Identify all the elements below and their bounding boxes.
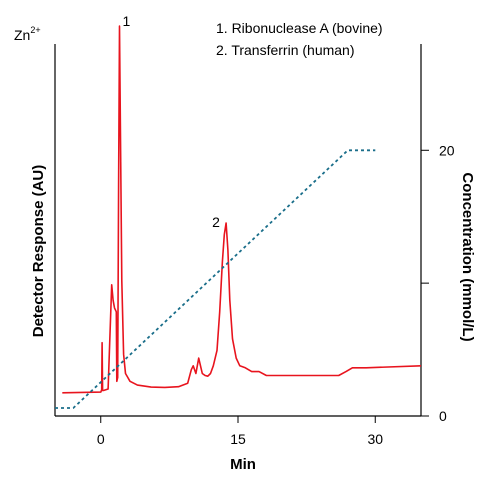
right-axis-title: Concentration (mmol/L) bbox=[459, 172, 476, 341]
x-tick-label: 15 bbox=[230, 431, 246, 447]
legend-entry-1: 1. Ribonuclease A (bovine) bbox=[216, 20, 383, 36]
legend-entry-2: 2. Transferrin (human) bbox=[216, 42, 355, 58]
right-tick-label: 20 bbox=[439, 142, 455, 158]
right-axis-ticks: 0 20 bbox=[421, 142, 455, 424]
left-axis-title: Detector Response (AU) bbox=[30, 165, 47, 338]
peak-label-2: 2 bbox=[212, 214, 220, 230]
peak-label-1: 1 bbox=[122, 13, 130, 29]
ion-label: Zn2+ bbox=[14, 25, 41, 43]
gradient-series-line bbox=[55, 149, 376, 409]
series-layer bbox=[55, 25, 422, 409]
x-axis-title: Min bbox=[230, 456, 256, 473]
detector-series-line bbox=[62, 25, 422, 394]
ion-symbol: Zn bbox=[14, 27, 30, 43]
peak-labels: 12 bbox=[122, 13, 220, 230]
x-axis-ticks: 0 15 30 bbox=[97, 416, 383, 447]
x-tick-label: 0 bbox=[97, 431, 105, 447]
ion-charge: 2+ bbox=[30, 25, 40, 35]
right-tick-label: 0 bbox=[439, 408, 447, 424]
x-tick-label: 30 bbox=[367, 431, 383, 447]
